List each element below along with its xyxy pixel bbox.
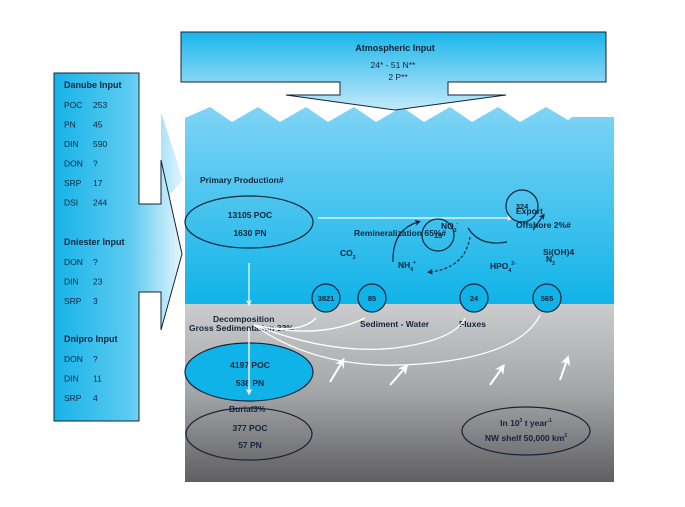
gross-sedimentation-pn: 538 PN bbox=[236, 378, 264, 388]
export-label-line1: Export bbox=[516, 206, 543, 216]
atmospheric-input-p: 2 P** bbox=[388, 72, 408, 82]
dnipro-row-label: DON bbox=[64, 354, 83, 364]
danube-row-label: SRP bbox=[64, 178, 82, 188]
dnipro-row-value: ? bbox=[93, 354, 98, 364]
dniester-input-title: Dniester Input bbox=[64, 237, 125, 247]
sioh4-flux-circle-value: 565 bbox=[541, 294, 554, 303]
units-ellipse bbox=[461, 406, 591, 456]
river-input-panel bbox=[53, 72, 183, 422]
units-line2: NW shelf 50,000 km2 bbox=[485, 433, 567, 443]
sediment-water-label: Sediment - Water bbox=[360, 319, 430, 329]
export-label-line2: Offshore 2%# bbox=[516, 220, 571, 230]
sioh4-flux-arrow bbox=[559, 355, 571, 381]
co2-flux-circle bbox=[311, 283, 341, 313]
dnipro-row-value: 11 bbox=[93, 374, 102, 384]
sioh4-label: Si(OH)4 bbox=[543, 247, 574, 257]
hpo4-flux-arrow bbox=[489, 363, 505, 386]
nh4-flux-circle bbox=[357, 283, 387, 313]
hpo4-flux-circle-value: 24 bbox=[470, 294, 479, 303]
hpo4-label: HPO42- bbox=[490, 261, 516, 274]
units-line1: In 103 t year-1 bbox=[500, 418, 552, 428]
no3-label: NO3- bbox=[441, 221, 459, 234]
danube-row-value: ? bbox=[93, 159, 98, 169]
primary-production-title: Primary Production# bbox=[200, 175, 284, 185]
denitrification-circle bbox=[505, 189, 539, 223]
danube-row-value: 17 bbox=[93, 178, 103, 188]
dnipro-row-value: 4 bbox=[93, 393, 98, 403]
danube-row-value: 244 bbox=[93, 198, 107, 208]
primary-production-ellipse bbox=[184, 195, 314, 249]
co2-label: CO2 bbox=[340, 248, 356, 261]
primary-production-pn: 1630 PN bbox=[233, 228, 266, 238]
n2-label: N2 bbox=[546, 254, 555, 267]
dnipro-row-label: DIN bbox=[64, 374, 79, 384]
nh4-label: NH4+ bbox=[398, 260, 416, 273]
water-column bbox=[185, 107, 614, 305]
burial-pn: 57 PN bbox=[238, 440, 262, 450]
nitrification-arrow bbox=[392, 220, 421, 263]
denitrification-line bbox=[467, 227, 508, 244]
n2-arrow bbox=[532, 213, 545, 231]
danube-input-title: Danube Input bbox=[64, 80, 122, 90]
dniester-row-label: DON bbox=[64, 257, 83, 267]
co2-flux-circle-value: 3821 bbox=[318, 294, 335, 303]
ammonification-dashed-arrow bbox=[427, 236, 471, 275]
atmospheric-input-title: Atmospheric Input bbox=[355, 43, 435, 53]
danube-row-value: 45 bbox=[93, 120, 103, 130]
nitrification-circle bbox=[421, 218, 455, 252]
burial-poc: 377 POC bbox=[233, 423, 268, 433]
denitrification-circle-value: 324 bbox=[516, 202, 529, 211]
primary-production-poc: 13105 POC bbox=[228, 210, 272, 220]
nitrification-circle-value: 15 bbox=[434, 231, 442, 240]
co2-flux-arrow bbox=[329, 357, 345, 383]
decomposition-flux-curves bbox=[253, 314, 541, 366]
gross-sedimentation-poc: 4197 POC bbox=[230, 360, 270, 370]
dnipro-input-title: Dnipro Input bbox=[64, 334, 118, 344]
sioh4-flux-circle bbox=[532, 283, 562, 313]
atmospheric-input-box bbox=[180, 31, 607, 111]
gross-sedimentation-title: Gross Sedimentation 33% bbox=[189, 323, 294, 333]
dniester-row-value: 3 bbox=[93, 296, 98, 306]
nh4-flux-circle-value: 85 bbox=[368, 294, 376, 303]
danube-row-label: PN bbox=[64, 120, 76, 130]
danube-row-value: 253 bbox=[93, 100, 107, 110]
burial-ellipse bbox=[185, 407, 313, 461]
atmospheric-input-n: 24* - 51 N** bbox=[371, 60, 417, 70]
danube-row-label: POC bbox=[64, 100, 82, 110]
fluxes-label: Fluxes bbox=[459, 319, 486, 329]
dniester-row-value: 23 bbox=[93, 277, 103, 287]
danube-row-label: DSI bbox=[64, 198, 78, 208]
hpo4-flux-circle bbox=[459, 283, 489, 313]
burial-title: Burial3% bbox=[229, 404, 266, 414]
danube-row-label: DON bbox=[64, 159, 83, 169]
danube-row-label: DIN bbox=[64, 139, 79, 149]
nh4-flux-arrow bbox=[389, 364, 409, 386]
danube-row-value: 590 bbox=[93, 139, 107, 149]
dniester-row-label: DIN bbox=[64, 277, 79, 287]
decomposition-label: Decomposition bbox=[213, 314, 274, 324]
dniester-row-label: SRP bbox=[64, 296, 82, 306]
dniester-row-value: ? bbox=[93, 257, 98, 267]
dnipro-row-label: SRP bbox=[64, 393, 82, 403]
